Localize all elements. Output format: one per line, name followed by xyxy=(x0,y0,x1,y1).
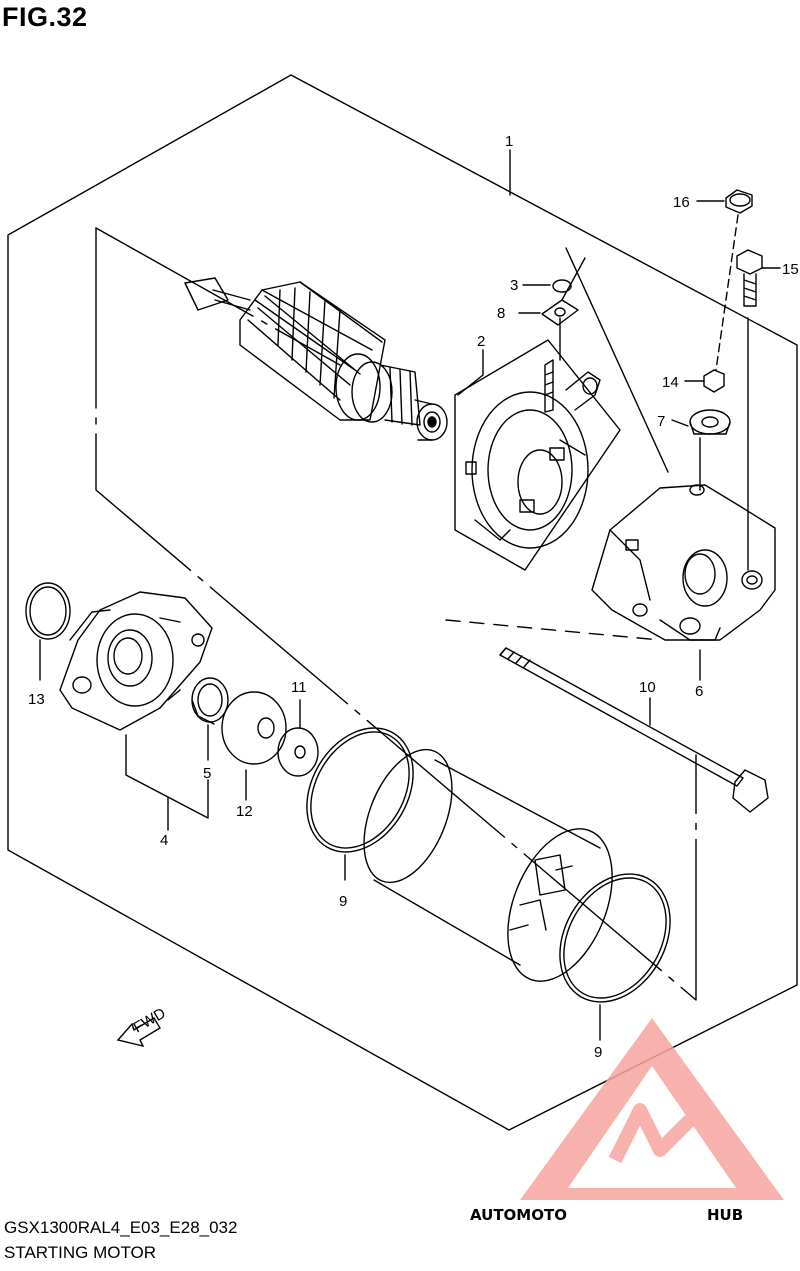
watermark-text-main: AUTOMOTO xyxy=(470,1206,567,1224)
callout-16: 16 xyxy=(673,194,690,211)
bolt-15 xyxy=(736,249,763,307)
callout-9-right: 9 xyxy=(594,1044,602,1061)
callout-9-left: 9 xyxy=(339,893,347,910)
housing-end-6 xyxy=(591,484,776,641)
callout-7: 7 xyxy=(657,413,665,430)
callout-8: 8 xyxy=(497,305,505,322)
o-ring-9-left xyxy=(306,727,414,853)
callout-4: 4 xyxy=(160,832,168,849)
section-name: STARTING MOTOR xyxy=(4,1243,157,1262)
callout-3: 3 xyxy=(510,277,518,294)
callout-6: 6 xyxy=(695,683,703,700)
callouts: 1 2 3 4 5 6 7 8 9 9 10 11 12 13 14 15 16 xyxy=(28,133,799,1061)
inner-assembly-outline xyxy=(95,227,697,1001)
watermark-text-hub: HUB xyxy=(707,1206,743,1224)
washer-12 xyxy=(221,691,287,765)
callout-2: 2 xyxy=(477,333,485,350)
front-bracket-4 xyxy=(59,591,213,731)
callout-11: 11 xyxy=(291,679,307,696)
callout-12: 12 xyxy=(236,803,253,820)
callout-1: 1 xyxy=(505,133,513,150)
callout-14: 14 xyxy=(662,374,679,391)
callout-5: 5 xyxy=(203,765,211,782)
insulator-8 xyxy=(541,299,579,326)
o-ring-3 xyxy=(552,279,572,293)
figure-title: FIG.32 xyxy=(2,2,88,32)
through-bolt-10 xyxy=(499,647,769,813)
fwd-direction-badge: FWD xyxy=(116,1005,169,1048)
automotohub-watermark: AUTOMOTO HUB xyxy=(470,1018,784,1224)
o-ring-13 xyxy=(25,582,71,640)
oil-seal-5 xyxy=(191,677,229,725)
brush-holder xyxy=(454,339,621,571)
nut-16 xyxy=(725,189,753,214)
washer-7 xyxy=(689,409,731,435)
assembly-outline xyxy=(7,74,798,1131)
callout-10: 10 xyxy=(639,679,656,696)
callout-15: 15 xyxy=(782,261,799,278)
nut-14 xyxy=(703,369,725,393)
callout-13: 13 xyxy=(28,691,45,708)
washer-11 xyxy=(277,727,319,777)
o-ring-9-right xyxy=(559,873,671,1003)
model-code: GSX1300RAL4_E03_E28_032 xyxy=(4,1218,238,1237)
yoke xyxy=(363,748,613,982)
armature xyxy=(184,277,448,441)
